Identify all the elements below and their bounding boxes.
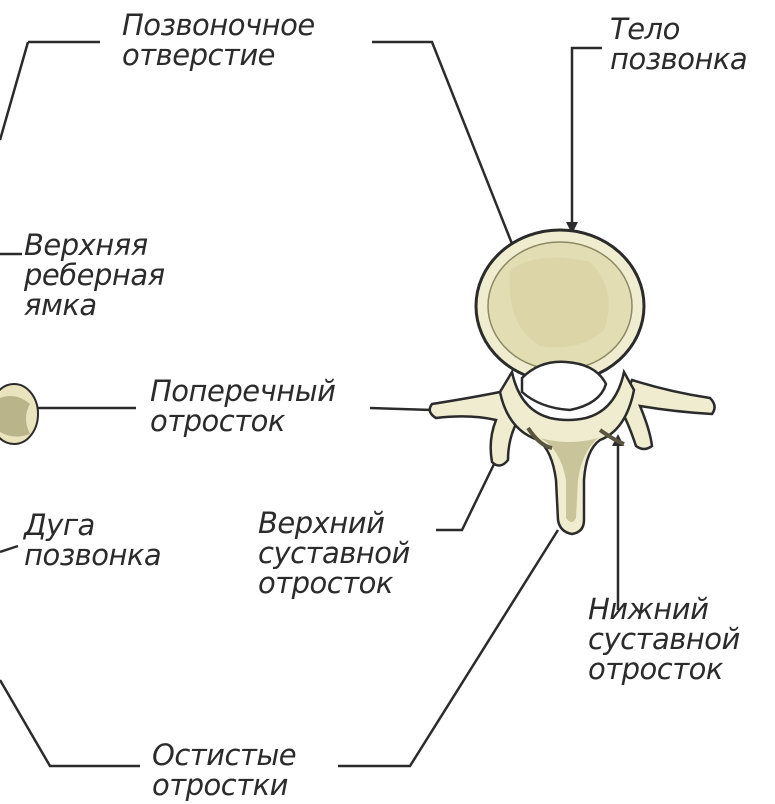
label-line: Дуга xyxy=(24,510,161,540)
label-line: Верхняя xyxy=(24,230,165,260)
label-line: реберная xyxy=(24,260,165,290)
label-line: отросток xyxy=(258,568,410,598)
label-vertebral-body: Тело позвонка xyxy=(610,14,747,74)
label-line: Поперечный xyxy=(150,376,335,406)
vertebra-illustration xyxy=(430,230,715,534)
label-line: позвонка xyxy=(24,540,161,570)
label-line: Тело xyxy=(610,14,747,44)
label-line: Позвоночное xyxy=(122,10,315,40)
label-line: отросток xyxy=(588,654,740,684)
leader-vertebral-body xyxy=(572,48,602,228)
leader-superior-articular xyxy=(436,460,496,530)
vertebral-foramen xyxy=(522,362,606,410)
leader-vertebral-arch xyxy=(0,546,18,552)
label-vertebral-arch: Дуга позвонка xyxy=(24,510,161,570)
label-line: отростки xyxy=(152,770,296,800)
label-line: суставной xyxy=(258,538,410,568)
label-line: позвонка xyxy=(610,44,747,74)
label-superior-costal-facet: Верхняя реберная ямка xyxy=(24,230,165,320)
label-line: отросток xyxy=(150,406,335,436)
leader-transverse-process-right xyxy=(370,408,432,410)
label-transverse-process: Поперечный отросток xyxy=(150,376,335,436)
label-superior-articular-process: Верхний суставной отросток xyxy=(258,508,410,598)
label-line: Верхний xyxy=(258,508,410,538)
leader-spinous-processes-left-bracket xyxy=(0,42,28,140)
label-inferior-articular-process: Нижний суставной отросток xyxy=(588,594,740,684)
leader-spinous-bottom-left xyxy=(0,680,140,766)
label-line: Остистые xyxy=(152,740,296,770)
label-line: отверстие xyxy=(122,40,315,70)
label-line: суставной xyxy=(588,624,740,654)
label-spinous-processes: Остистые отростки xyxy=(152,740,296,800)
label-line: ямка xyxy=(24,290,165,320)
label-line: Нижний xyxy=(588,594,740,624)
left-vertebra-fragment xyxy=(0,384,38,444)
label-vertebral-foramen: Позвоночное отверстие xyxy=(122,10,315,70)
